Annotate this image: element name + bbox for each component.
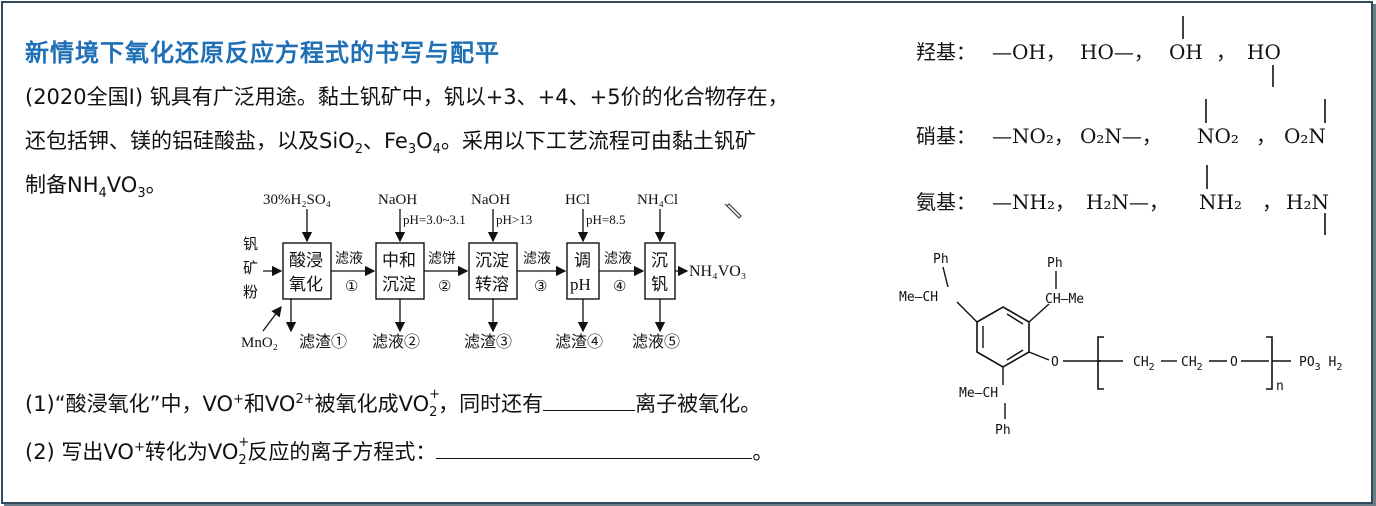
- pen-cursor-icon: [724, 203, 742, 219]
- amino-form-2: H₂N—，: [1086, 190, 1169, 214]
- repeat-n: n: [1276, 379, 1284, 394]
- arrow-num-1: ①: [345, 279, 358, 295]
- bottom-reagent: MnO₂: [241, 335, 278, 351]
- group-label-hydroxyl: 羟基：: [916, 40, 976, 64]
- reagent-4: HCl: [565, 192, 590, 208]
- question-1: (1)“酸浸氧化”中，VO+和VO2+被氧化成VO+2，同时还有离子被氧化。: [25, 387, 762, 420]
- nitro-form-2: O₂N—，: [1080, 124, 1162, 148]
- oxygen-1: O: [1051, 355, 1059, 370]
- hydroxyl-form-3: OH: [1169, 40, 1203, 64]
- raw-1: 钒: [243, 236, 258, 253]
- intro-line-2: 还包括钾、镁的铝硅酸盐，以及SiO2、Fe3O4。采用以下工艺流程可由黏土钒矿: [25, 129, 756, 158]
- byproduct-3: 滤渣③: [464, 333, 512, 351]
- step-4-line-2: pH: [570, 275, 591, 294]
- nitro-form-1: —NO₂，: [992, 124, 1074, 148]
- step-2-line-1: 中和: [382, 251, 416, 270]
- step-3-line-2: 转溶: [475, 275, 509, 294]
- condition-2: pH>13: [496, 212, 532, 227]
- raw-2: 矿: [243, 260, 258, 277]
- arrow-label-2: 滤饼: [428, 251, 456, 267]
- amino-form-4: H₂N: [1286, 190, 1329, 214]
- amino-comma: ，: [1262, 190, 1282, 214]
- condition-3: pH=8.5: [586, 212, 625, 227]
- hydroxyl-form-4: HO: [1247, 40, 1281, 64]
- oxygen-2: O: [1230, 355, 1238, 370]
- ph-3: Ph: [995, 423, 1011, 438]
- hydroxyl-form-2: HO—，: [1080, 40, 1154, 64]
- arrow-label-4: 滤液: [604, 251, 632, 267]
- sub-left-mech: Me—CH: [899, 290, 938, 305]
- group-label-nitro: 硝基：: [916, 124, 976, 148]
- step-3-line-1: 沉淀: [475, 251, 509, 270]
- byproduct-1: 滤渣①: [299, 333, 347, 351]
- reagent-5: NH₄Cl: [637, 192, 678, 208]
- step-2-line-2: 沉淀: [382, 275, 416, 294]
- reagent-2: NaOH: [378, 192, 417, 208]
- intro-line-3: 制备NH4VO3。: [25, 173, 167, 202]
- arrow-num-4: ④: [613, 279, 626, 295]
- arrow-num-3: ③: [534, 279, 547, 295]
- amino-form-1: —NH₂，: [992, 190, 1075, 214]
- ch2-a: CH2: [1133, 355, 1155, 373]
- reagent-3: NaOH: [471, 192, 510, 208]
- phosphonate-group: PO3 H2: [1299, 355, 1342, 373]
- ph-2: Ph: [1047, 256, 1063, 271]
- amino-form-3: NH₂: [1199, 190, 1242, 214]
- byproduct-5: 滤液⑤: [632, 333, 680, 351]
- raw-3: 粉: [243, 284, 258, 301]
- group-label-amino: 氨基：: [916, 190, 976, 214]
- nitro-form-3: NO₂: [1197, 124, 1239, 148]
- intro-line-1: (2020全国Ⅰ) 钒具有广泛用途。黏土钒矿中，钒以+3、+4、+5价的化合物存…: [25, 85, 789, 109]
- arrow-label-3: 滤液: [523, 251, 551, 267]
- byproduct-2: 滤液②: [372, 333, 420, 351]
- nitro-form-4: O₂N: [1284, 124, 1326, 148]
- nitro-comma: ，: [1256, 124, 1276, 148]
- step-1-line-2: 氧化: [289, 275, 323, 294]
- byproduct-4: 滤渣④: [555, 333, 603, 351]
- step-4-line-1: 调: [574, 251, 591, 270]
- hydroxyl-comma: ，: [1216, 40, 1236, 64]
- process-flow-diagram: 钒 矿 粉 酸浸 氧化 中和 沉淀 沉淀 转溶 调 pH 沉 钒 滤液 ①: [241, 192, 746, 351]
- answer-blank-2[interactable]: [436, 440, 753, 459]
- condition-1: pH=3.0~3.1: [403, 212, 466, 227]
- answer-blank-1[interactable]: [543, 392, 636, 411]
- ch2-b: CH2: [1181, 355, 1203, 373]
- arrow-num-2: ②: [438, 279, 451, 295]
- sub-bottom-mech: Me—CH: [959, 386, 998, 401]
- step-5-line-1: 沉: [651, 251, 668, 270]
- step-1-line-1: 酸浸: [289, 251, 323, 270]
- reagent-1: 30%H₂SO₄: [263, 192, 331, 208]
- functional-groups: 羟基： —OH， HO—， OH ， HO 硝基： —NO₂， O₂N—， NO…: [916, 16, 1329, 235]
- hydroxyl-form-1: —OH，: [992, 40, 1066, 64]
- molecule-structure: Me—CH Ph CH—Me Ph Me—CH Ph O CH2 CH2: [899, 252, 1342, 438]
- product-label: NH₄VO₃: [689, 263, 746, 280]
- sub-right-chme: CH—Me: [1045, 292, 1084, 307]
- page-title: 新情境下氧化还原反应方程式的书写与配平: [25, 39, 500, 67]
- arrow-label-1: 滤液: [335, 251, 363, 267]
- step-5-line-2: 钒: [651, 275, 668, 294]
- ph-1: Ph: [933, 252, 949, 267]
